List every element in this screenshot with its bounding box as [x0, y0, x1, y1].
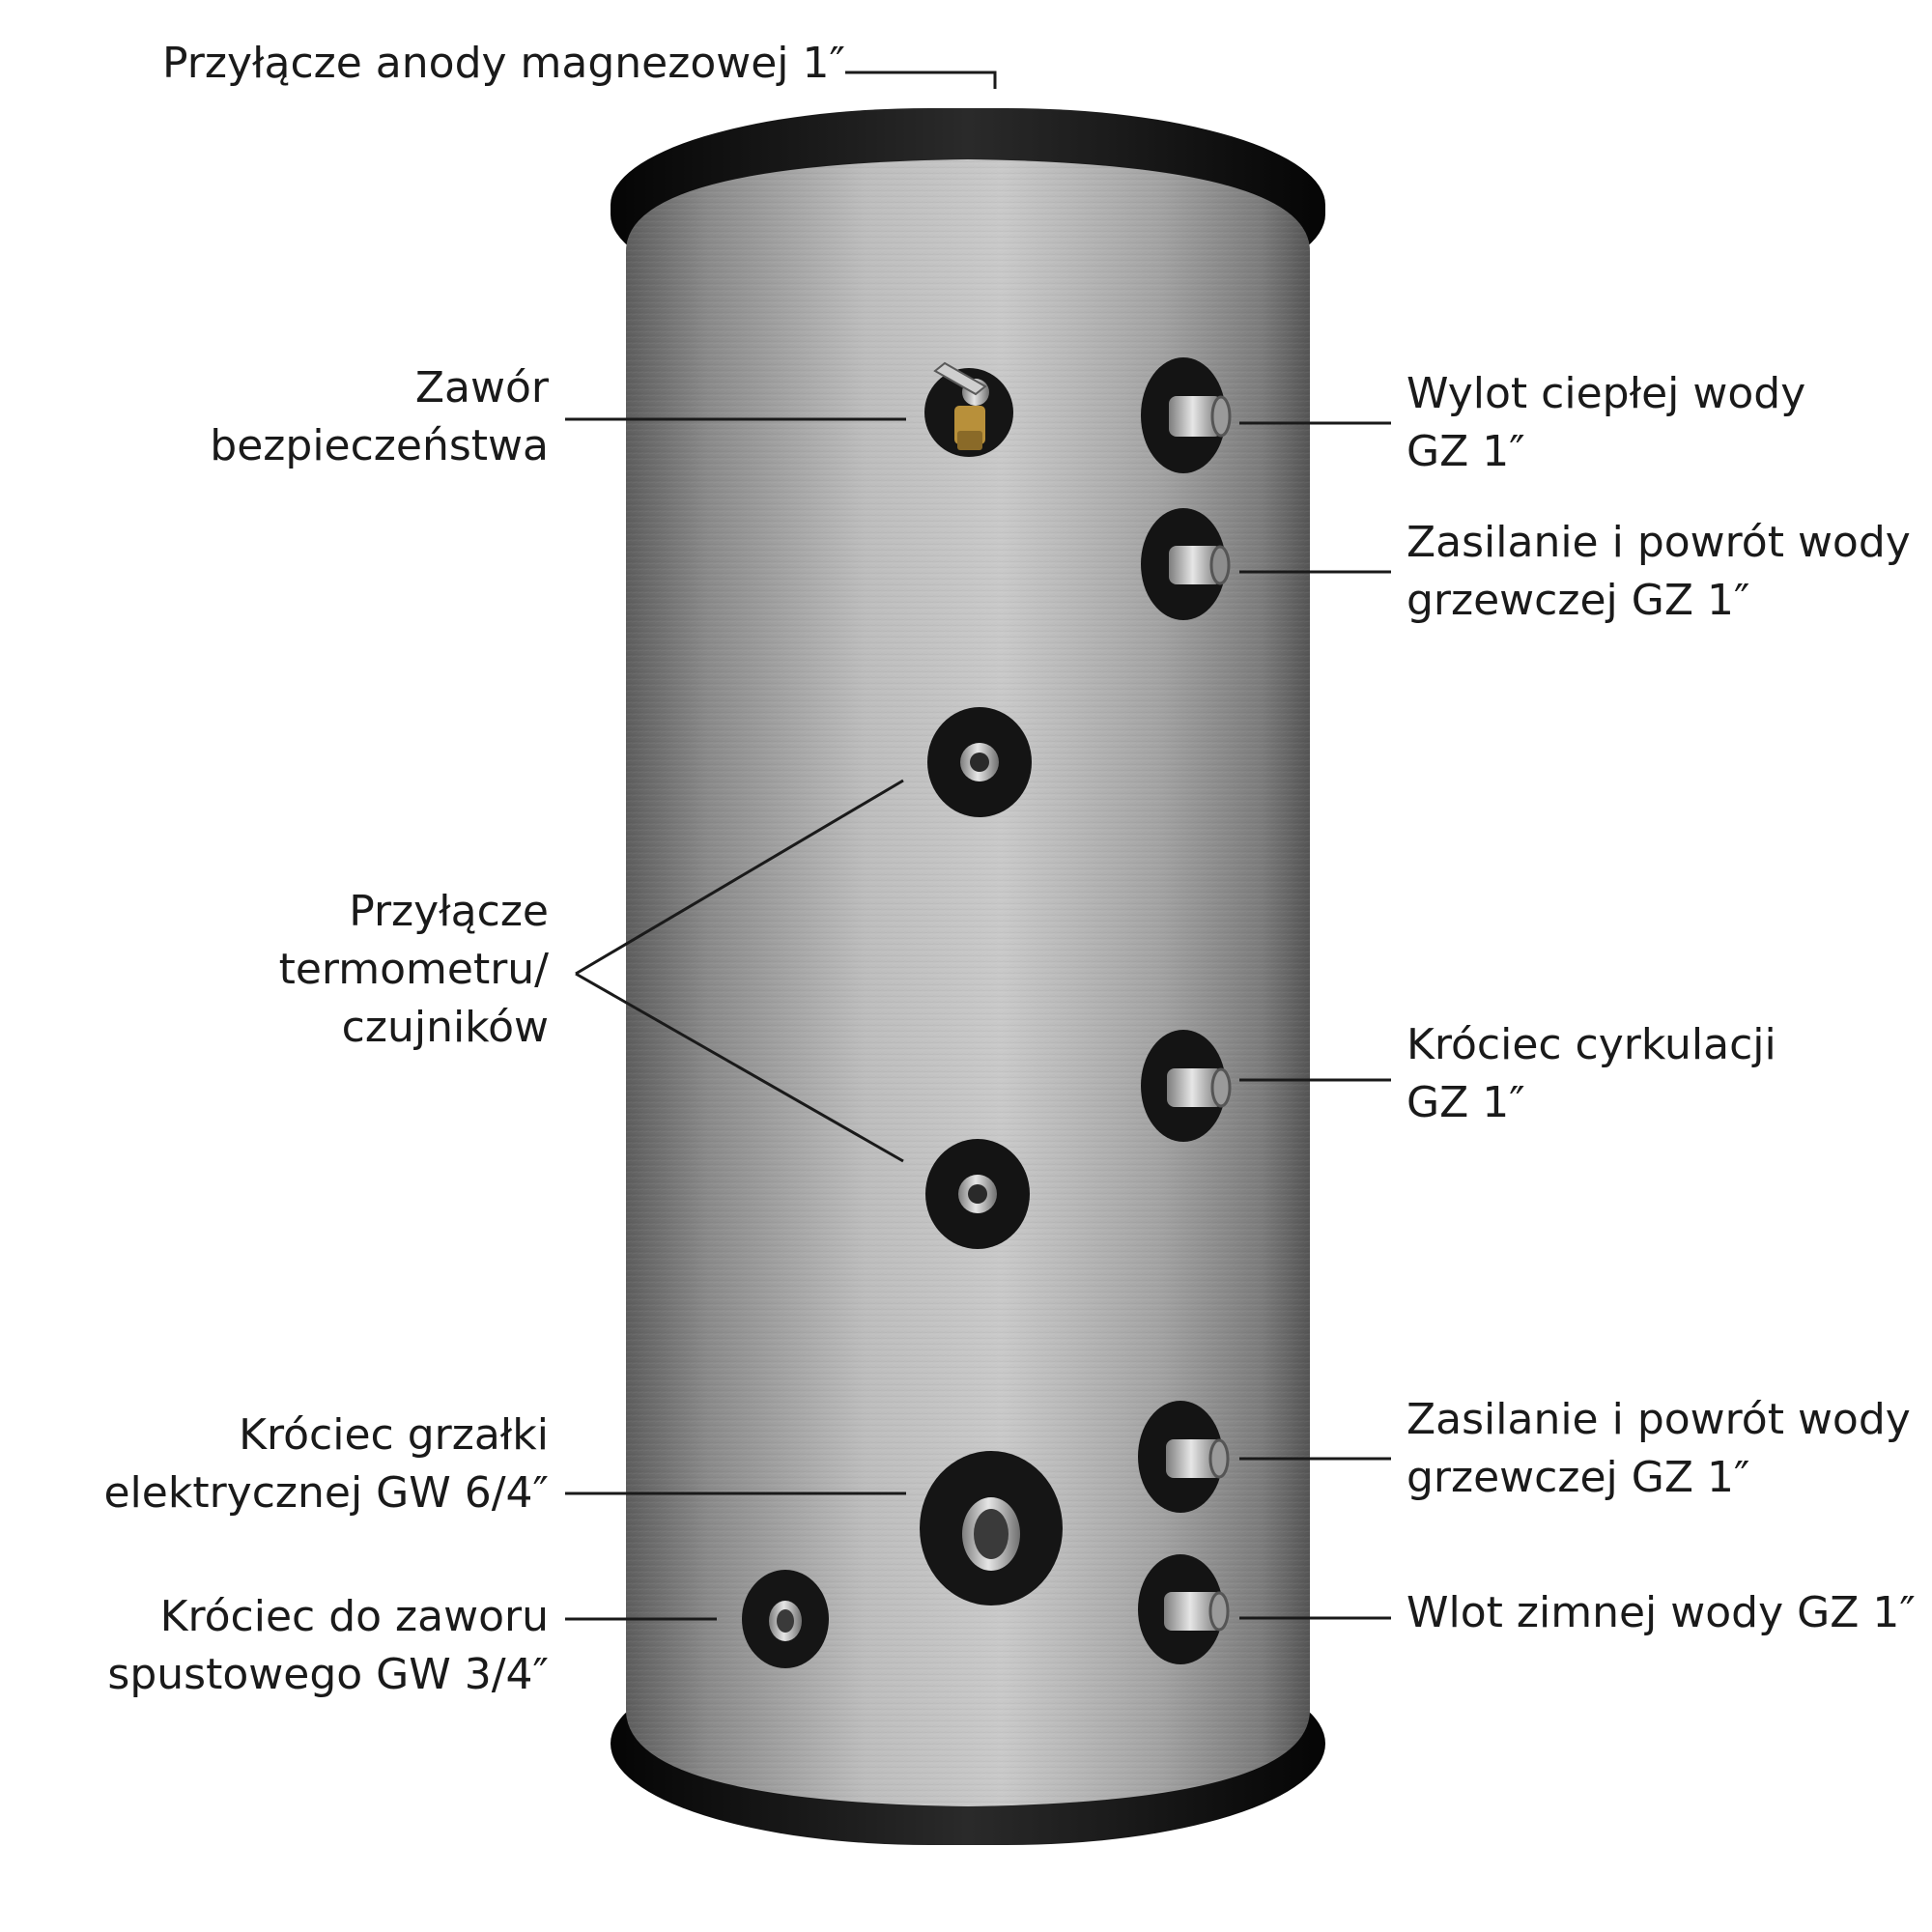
sensor-socket-icon	[960, 743, 999, 781]
label-cold-inlet: Wlot zimnej wody GZ 1″	[1406, 1588, 1916, 1637]
label-safety-valve: Zawór bezpieczeństwa	[210, 363, 549, 470]
port-sensor-upper	[927, 707, 1032, 817]
threaded-pipe-icon	[1167, 1067, 1232, 1108]
port-sensor-lower	[925, 1139, 1030, 1249]
leader-anode	[845, 71, 997, 89]
label-hot-outlet: Wylot ciepłej wody GZ 1″	[1406, 369, 1806, 476]
label-heating-lower: Zasilanie i powrót wody grzewczej GZ 1″	[1406, 1395, 1911, 1502]
valve-icon	[933, 361, 987, 396]
label-heating-upper: Zasilanie i powrót wody grzewczej GZ 1″	[1406, 518, 1911, 625]
threaded-pipe-icon	[1169, 395, 1232, 438]
safety-valve	[924, 361, 1013, 457]
port-drain	[742, 1570, 829, 1668]
port-heating-lower	[1138, 1401, 1230, 1513]
port-cold-inlet	[1138, 1554, 1230, 1664]
label-anode: Przyłącze anody magnezowej 1″	[162, 39, 845, 88]
threaded-pipe-icon	[1166, 1438, 1230, 1479]
label-drain: Króciec do zaworu spustowego GW 3/4″	[107, 1592, 549, 1699]
threaded-pipe-icon	[1164, 1591, 1230, 1632]
label-thermometer: Przyłącze termometru/ czujników	[278, 887, 549, 1052]
tank	[611, 108, 1325, 1845]
label-heater: Króciec grzałki elektrycznej GW 6/4″	[103, 1410, 549, 1518]
port-heater	[920, 1451, 1063, 1605]
port-heating-upper	[1141, 508, 1231, 620]
tank-body-texture	[626, 159, 1310, 1806]
label-circulation: Króciec cyrkulacji GZ 1″	[1406, 1020, 1776, 1127]
leader-lines	[565, 71, 1391, 1621]
port-hot-outlet	[1141, 357, 1232, 473]
leader-thermometer-upper	[575, 779, 904, 976]
sensor-socket-icon	[958, 1175, 997, 1213]
port-circulation	[1141, 1030, 1232, 1142]
leader-thermometer-lower	[575, 972, 904, 1163]
threaded-pipe-icon	[1169, 545, 1231, 585]
